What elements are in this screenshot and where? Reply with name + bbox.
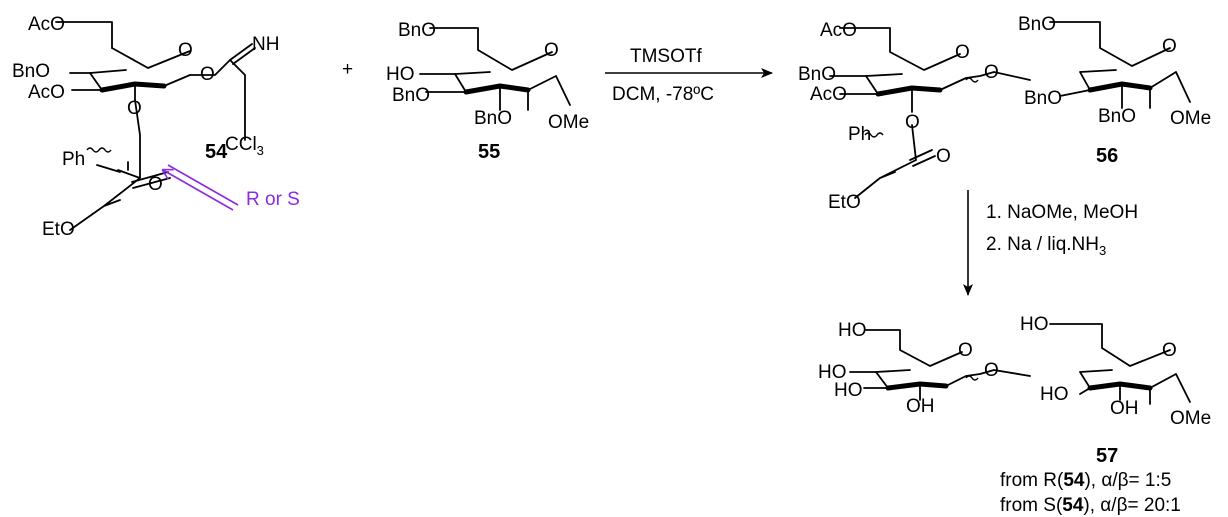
compound-55: BnO HO BnO O BnO OMe 55 [386,20,589,163]
c54-ph: Ph [62,149,85,170]
c55-ome: OMe [548,112,589,133]
compound-54: AcO BnO AcO O O NH CCl3 O Ph O EtO 54 R … [12,14,300,240]
c56-ome: OMe [1170,108,1211,129]
selectivity-s: from S(54), α/β= 20:1 [1000,495,1181,516]
step-2-conditions: 2. Na / liq.NH3 [986,234,1106,258]
c56-ring-o1: O [955,42,970,63]
c57-ho-1: HO [818,362,847,383]
c54-aco: AcO [28,82,65,103]
c56-carbonyl-o: O [936,146,951,167]
c57-oh-bottom: OH [906,396,935,417]
c55-number: 55 [478,141,500,163]
selectivity-r: from R(54), α/β= 1:5 [1000,470,1171,491]
c56-bno: BnO [798,64,836,85]
c57-ho-2: HO [834,380,863,401]
c56-aco-top: AcO [820,20,857,41]
c56-ph: Ph [848,124,871,145]
c57-ho-top2: HO [1020,314,1049,335]
c54-number: 54 [205,141,228,163]
c56-number: 56 [1096,145,1118,167]
c57-ring-o2: O [1162,340,1177,361]
c54-bno: BnO [12,61,50,82]
c54-carbonyl-o: O [148,174,163,195]
c56-ring-o2: O [1162,36,1177,57]
c56-bno-mid: BnO [1024,88,1062,109]
c57-ome: OMe [1170,408,1211,429]
c54-ccl3: CCl3 [225,134,264,158]
plus-sign: + [342,59,353,80]
c54-ring-o: O [178,40,193,61]
c54-anomeric-o: O [200,64,215,85]
reaction-arrow-1: TMSOTf DCM, -78ºC [605,46,773,105]
c57-ho-mid: HO [1040,384,1069,405]
c55-bno-bottom: BnO [474,108,512,129]
compound-56: AcO BnO AcO O O O Ph O EtO BnO O BnO BnO… [798,14,1211,213]
c55-bno-left: BnO [392,85,430,106]
reaction-arrow-2: 1. NaOMe, MeOH 2. Na / liq.NH3 [963,190,1138,296]
c57-number: 57 [1096,445,1118,467]
compound-57: HO HO HO O OH O HO O HO OH OMe 57 [818,314,1211,467]
step-1-conditions: 1. NaOMe, MeOH [986,202,1138,223]
c55-bno-top: BnO [398,20,436,41]
c57-ho-top1: HO [838,320,867,341]
c56-aco: AcO [810,84,847,105]
c55-ho: HO [386,64,415,85]
c56-bno-top2: BnO [1018,14,1056,35]
c56-bno-bottom: BnO [1098,106,1136,127]
c54-nh: NH [252,34,279,55]
c54-stereo-annotation: R or S [246,189,300,210]
reaction-conditions: DCM, -78ºC [612,84,714,105]
c57-oh-bottom2: OH [1110,398,1139,419]
c54-link-o: O [127,98,142,119]
reagent-tmsotf: TMSOTf [630,46,702,67]
c54-eto: EtO [42,219,75,240]
c55-ring-o: O [544,40,559,61]
c56-glycosidic-o: O [984,62,999,83]
c56-link-o: O [905,112,920,133]
selectivity-notes: from R(54), α/β= 1:5 from S(54), α/β= 20… [1000,470,1181,516]
c57-glycosidic-o: O [984,360,999,381]
c56-eto: EtO [828,192,861,213]
c54-aco-top: AcO [28,14,65,35]
c57-ring-o1: O [958,340,973,361]
